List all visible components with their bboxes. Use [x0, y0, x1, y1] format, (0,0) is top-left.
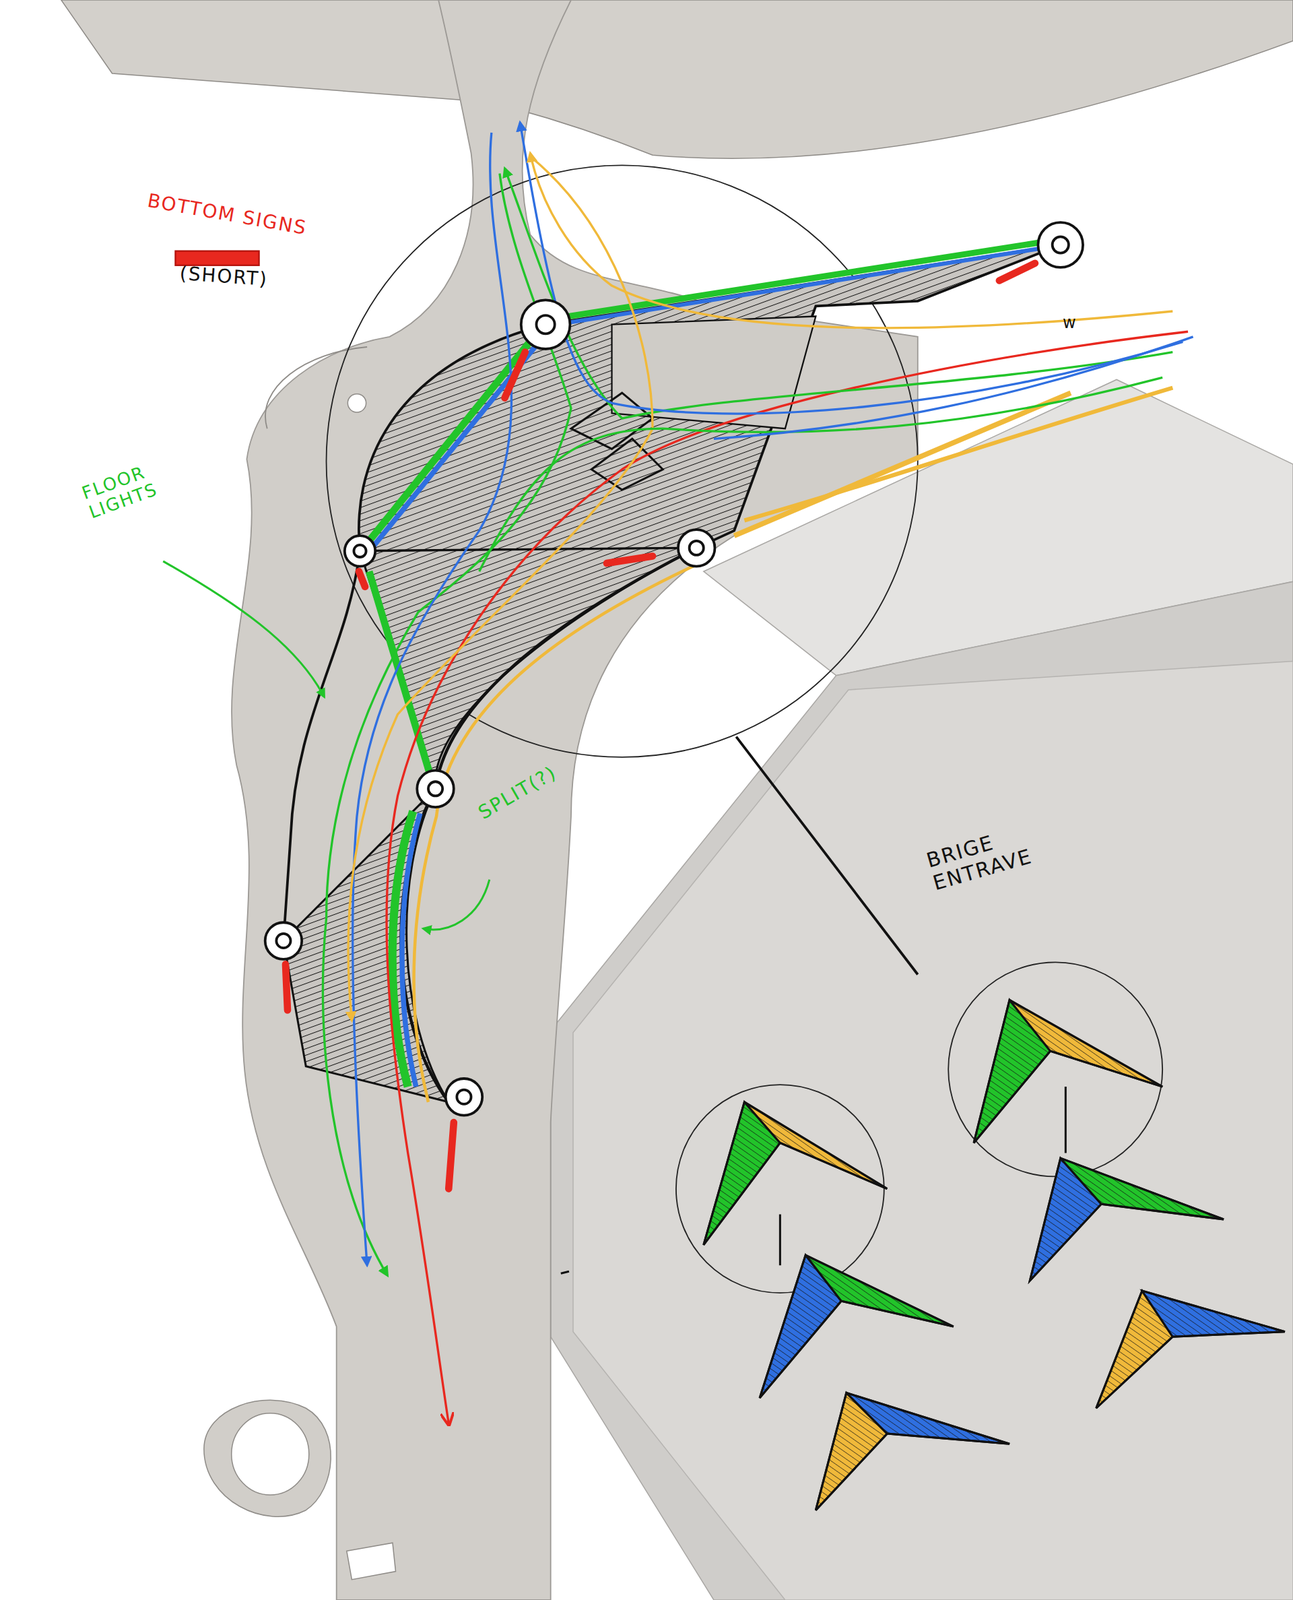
floor-lights-note: FLOOR LIGHTS	[79, 445, 201, 523]
bottom-signs-note: BOTTOM SIGNS	[145, 189, 328, 244]
short-note: (SHORT)	[179, 262, 329, 295]
scribble-mark: w	[1062, 313, 1104, 333]
